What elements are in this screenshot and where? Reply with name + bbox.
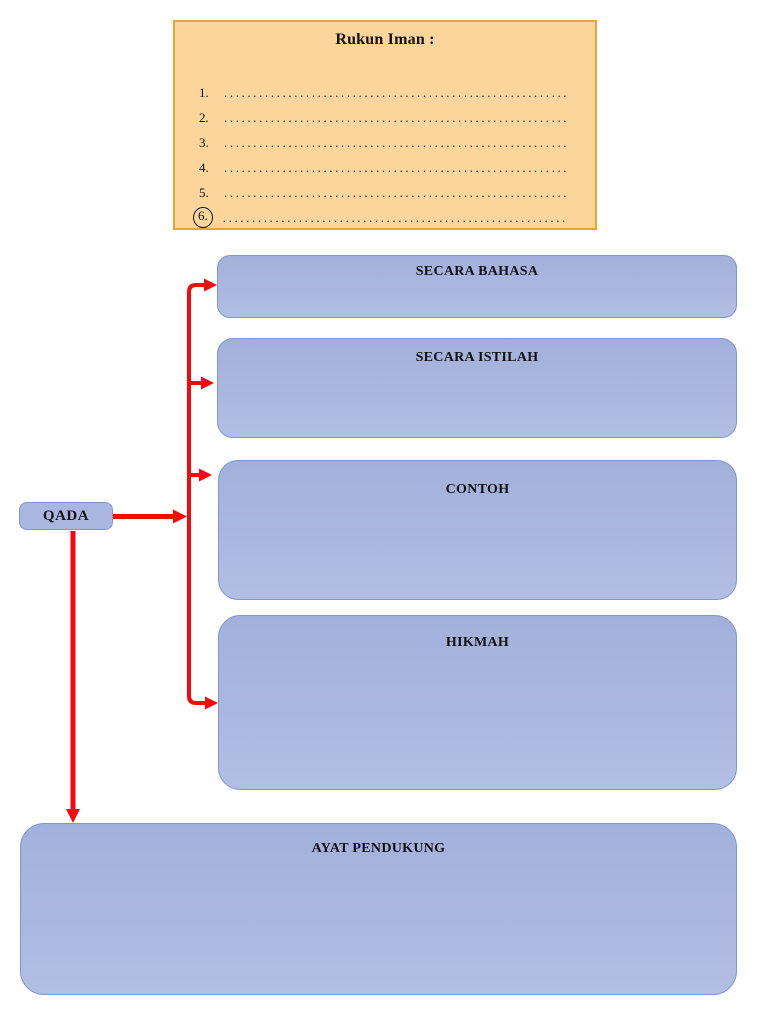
row-number: 1. — [199, 84, 209, 100]
blank-line: ........................................… — [224, 109, 566, 125]
rukun-iman-row-1: 1. .....................................… — [199, 80, 566, 105]
rukun-iman-row-5: 5. .....................................… — [199, 180, 566, 205]
node-label: SECARA ISTILAH — [415, 350, 539, 365]
rukun-iman-row-2: 2. .....................................… — [199, 105, 566, 130]
row-number: 5. — [199, 184, 209, 200]
arrowhead-ayat-pendukung — [66, 809, 80, 823]
arrowhead-contoh — [199, 468, 212, 482]
circle-annotation: 6. — [193, 207, 213, 228]
arrowhead-trunk — [173, 509, 187, 524]
blank-line: ........................................… — [224, 84, 566, 100]
arrowhead-secara-bahasa — [204, 278, 217, 292]
node-qada: QADA — [19, 502, 113, 530]
row-number: 2. — [199, 109, 209, 125]
blank-line: ........................................… — [224, 159, 566, 175]
row-number: 4. — [199, 159, 209, 175]
node-contoh: CONTOH — [218, 460, 737, 600]
node-label: CONTOH — [445, 482, 510, 497]
arrowhead-hikmah — [205, 696, 218, 710]
rukun-iman-row-6: 6. .....................................… — [193, 205, 565, 230]
rukun-iman-panel: Rukun Iman : 1. ........................… — [173, 20, 597, 230]
blank-line: ........................................… — [222, 209, 565, 225]
row-number: 3. — [199, 134, 209, 150]
node-secara-istilah: SECARA ISTILAH — [217, 338, 737, 438]
node-secara-bahasa: SECARA BAHASA — [217, 255, 737, 318]
panel-title: Rukun Iman : — [335, 31, 435, 48]
rukun-iman-row-3: 3. .....................................… — [199, 130, 566, 155]
node-ayat-pendukung: AYAT PENDUKUNG — [20, 823, 737, 995]
trunk-line — [187, 283, 206, 705]
node-label: AYAT PENDUKUNG — [311, 841, 446, 856]
node-label: HIKMAH — [445, 635, 510, 650]
node-hikmah: HIKMAH — [218, 615, 737, 790]
node-label: SECARA BAHASA — [415, 264, 539, 279]
arrowhead-secara-istilah — [201, 376, 214, 390]
blank-line: ........................................… — [224, 134, 566, 150]
blank-line: ........................................… — [224, 184, 566, 200]
rukun-iman-row-4: 4. .....................................… — [199, 155, 566, 180]
